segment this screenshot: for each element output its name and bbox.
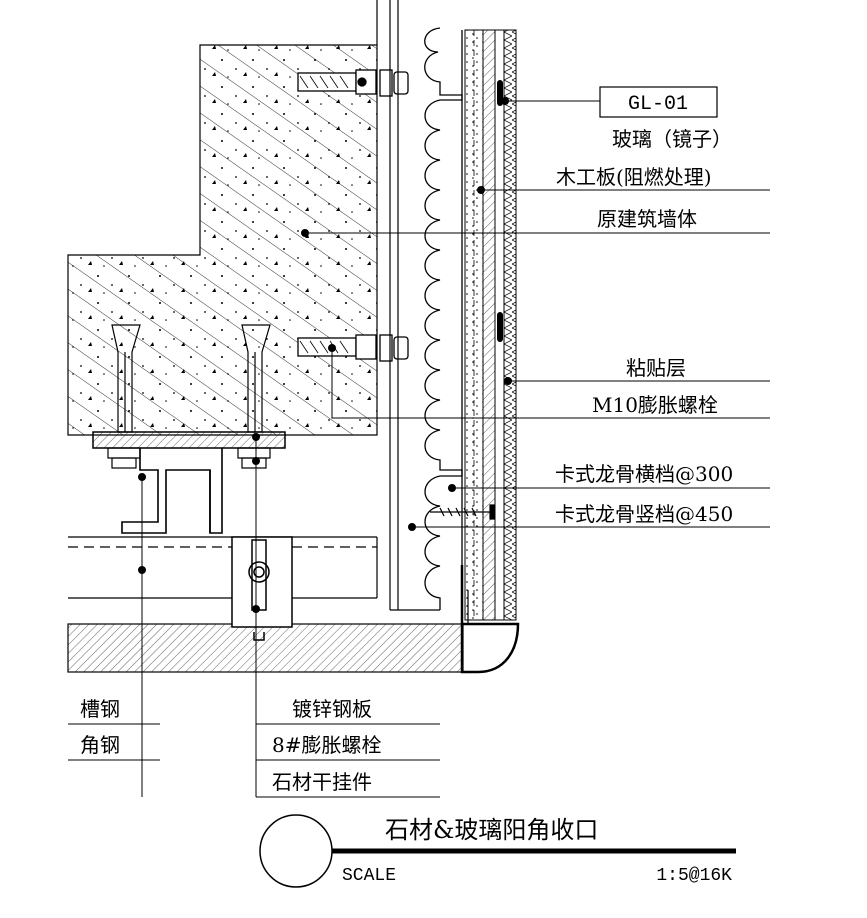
material-code-box [599,86,718,118]
galvanized-steel-plate [92,431,286,449]
floor-slab [67,623,464,673]
label-stone-hanger: 石材干挂件 [272,770,372,794]
label-keel-vertical: 卡式龙骨竖档@450 [555,502,733,526]
label-original-wall: 原建筑墙体 [597,207,697,231]
m10-expansion-bolt-upper [297,69,409,97]
leader-lines [68,97,770,798]
label-plywood: 木工板(阻燃处理) [556,165,712,189]
adhesive-layer [482,29,496,621]
scale-value: 1:5@16K [656,866,732,886]
m10-expansion-bolt-lower [297,334,409,362]
corner-trim [460,565,520,674]
scale-label: SCALE [342,866,396,886]
stone-dry-hanger [231,536,293,641]
label-channel-steel: 槽钢 [80,697,120,721]
stone-panel [68,536,378,599]
channel-steel [121,448,223,534]
title-block [259,814,736,888]
glass-mirror [494,29,517,621]
label-adhesive-layer: 粘贴层 [626,356,686,380]
wall-face-lines [376,0,440,611]
drawing-title: 石材&玻璃阳角收口 [385,816,598,844]
label-galvanized-plate: 镀锌钢板 [292,697,372,721]
label-material-code: GL-01 [628,93,688,116]
label-bolt-8: 8#膨胀螺栓 [272,733,381,757]
card-keel-profile [424,27,463,610]
label-keel-horizontal: 卡式龙骨横档@300 [555,462,733,486]
plywood-layer [464,29,484,621]
original-building-wall [67,44,378,436]
label-m10-bolt: M10膨胀螺栓 [592,393,718,417]
label-angle-steel: 角钢 [80,733,120,757]
label-glass-mirror: 玻璃（镜子） [612,127,732,151]
